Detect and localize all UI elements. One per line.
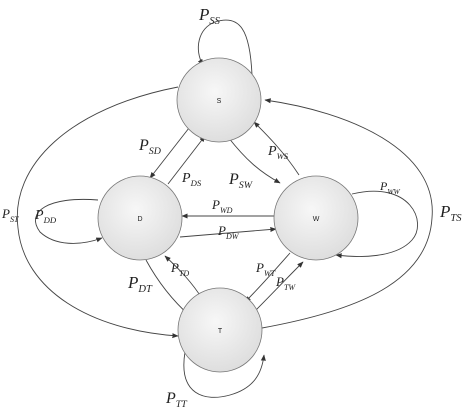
edge-d-to-w xyxy=(179,226,277,238)
node-d: D xyxy=(97,175,183,261)
edge-labels: PSS PSD PDS PSW PWS PST PTS PDD PWD PDW … xyxy=(1,5,462,410)
edges xyxy=(16,19,433,398)
label-p-dd: PDD xyxy=(34,208,57,225)
nodes: S D W T xyxy=(97,57,359,373)
label-p-dw: PDW xyxy=(217,223,240,241)
node-w: W xyxy=(273,175,359,261)
label-p-dt: PDT xyxy=(127,273,153,295)
label-p-sw: PSW xyxy=(228,171,253,191)
edge-w-to-t xyxy=(244,252,291,303)
node-s: S xyxy=(176,57,262,143)
label-p-td: PTD xyxy=(170,260,189,278)
label-p-sd: PSD xyxy=(138,137,161,157)
node-s-label: S xyxy=(217,98,222,105)
label-p-tw: PTW xyxy=(275,274,296,292)
label-p-wd: PWD xyxy=(211,197,233,215)
edge-s-to-d xyxy=(149,127,190,179)
node-t: T xyxy=(177,287,263,373)
label-p-tt: PTT xyxy=(165,390,188,410)
label-p-ts: PTS xyxy=(439,202,462,224)
label-p-ws: PWS xyxy=(267,144,289,161)
edge-d-to-d xyxy=(35,198,103,244)
label-p-st: PST xyxy=(1,206,19,224)
label-p-ww: PWW xyxy=(379,179,401,196)
node-w-label: W xyxy=(313,216,320,223)
edge-d-to-s xyxy=(167,135,206,185)
node-d-label: D xyxy=(137,216,142,223)
edge-s-to-w xyxy=(227,136,281,184)
edge-w-to-s xyxy=(253,121,300,176)
edge-s-to-s xyxy=(197,19,253,76)
label-p-wt: PWT xyxy=(255,260,276,278)
edge-s-to-t xyxy=(16,86,179,339)
edge-t-to-t xyxy=(183,351,266,398)
edge-w-to-w xyxy=(335,190,418,259)
label-p-ss: PSS xyxy=(198,5,221,27)
label-p-ds: PDS xyxy=(181,171,202,188)
edge-t-to-s xyxy=(261,98,433,329)
node-t-label: T xyxy=(218,328,223,335)
